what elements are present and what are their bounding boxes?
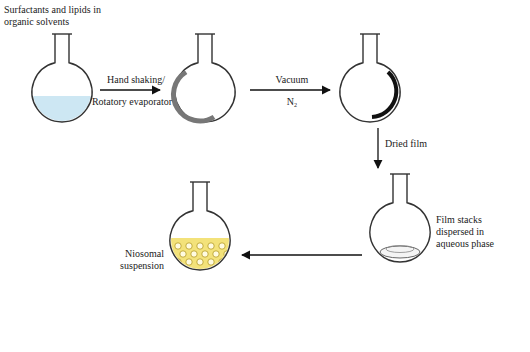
flask-suspension bbox=[168, 182, 232, 278]
vesicle bbox=[197, 243, 203, 249]
vesicle bbox=[208, 243, 214, 249]
vesicle bbox=[186, 259, 192, 265]
vesicle bbox=[186, 243, 192, 249]
vesicle bbox=[213, 251, 219, 257]
vesicle bbox=[219, 243, 225, 249]
vesicle bbox=[191, 251, 197, 257]
vesicle bbox=[202, 251, 208, 257]
process-arrow bbox=[242, 254, 362, 255]
step-label: Dried film bbox=[385, 138, 455, 150]
step-label: Niosomal suspension bbox=[100, 248, 164, 272]
flask-solvent bbox=[30, 34, 100, 136]
process-arrow bbox=[377, 128, 378, 168]
step-label: Film stacks dispersed in aqueous phase bbox=[436, 214, 512, 250]
vesicle bbox=[208, 259, 214, 265]
step-label: Hand shaking/ bbox=[96, 74, 176, 86]
process-arrow bbox=[100, 89, 160, 90]
step-label: Surfactants and lipids in organic solven… bbox=[4, 4, 116, 28]
vesicle bbox=[175, 243, 181, 249]
step-label: Vacuum bbox=[262, 74, 322, 86]
step-label: Rotatory evaporator bbox=[80, 96, 184, 108]
process-arrow bbox=[250, 89, 330, 90]
vesicle bbox=[197, 259, 203, 265]
step-label: N₂ bbox=[262, 96, 322, 108]
flask-film-stacks bbox=[370, 174, 430, 262]
vesicle bbox=[180, 251, 186, 257]
flask-dried-film bbox=[340, 34, 400, 122]
flask-film-forming bbox=[174, 34, 236, 122]
